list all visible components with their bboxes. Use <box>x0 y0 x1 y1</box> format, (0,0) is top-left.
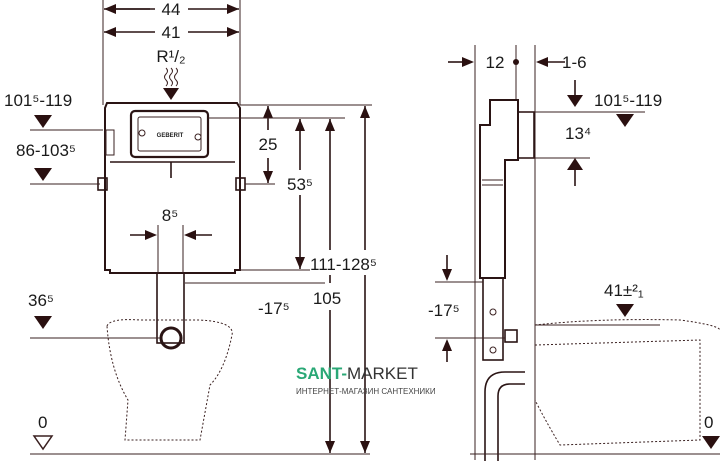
level-marker-icon <box>34 168 52 181</box>
arrow-down-icon <box>567 95 583 107</box>
drain-pipe <box>484 371 525 461</box>
installation-frame <box>104 102 241 274</box>
level-top-side: 101⁵-119 <box>594 91 662 110</box>
brand-logo: GEBERIT <box>157 133 184 139</box>
level-bowl: 36⁵ <box>28 291 54 310</box>
floor-marker-icon <box>32 435 54 451</box>
floor-level-side: 0 <box>704 413 713 432</box>
toilet-bowl-outline <box>106 319 233 441</box>
watermark-brand-1: SANT- <box>296 364 347 383</box>
dim-wall-gap: 1-6 <box>562 53 587 72</box>
dim-width-inner: 41 <box>162 23 181 42</box>
level-bowl-side: 41±²₁ <box>604 281 644 300</box>
flush-plate-side <box>517 111 535 159</box>
dim-plate-height: 13⁴ <box>565 124 591 143</box>
dim-width-outer: 44 <box>162 0 181 19</box>
dim-total-height: 111-128⁵ <box>310 255 377 274</box>
flush-pipe-side <box>482 277 504 361</box>
dim-pipe-offset-side: -17⁵ <box>428 301 460 320</box>
side-bracket <box>105 129 115 156</box>
floor-level: 0 <box>38 413 47 432</box>
watermark: SANT-MARKET ИНТЕРНЕТ-МАГАЗИН САНТЕХНИКИ <box>296 364 436 396</box>
connection-label: R¹/₂ <box>156 47 185 66</box>
svg-text:SANT-MARKET: SANT-MARKET <box>296 364 418 383</box>
level-marker-icon <box>616 304 634 317</box>
watermark-tagline: ИНТЕРНЕТ-МАГАЗИН САНТЕХНИКИ <box>296 387 436 396</box>
level-top: 101⁵-119 <box>4 91 72 110</box>
cistern-tank <box>479 99 519 279</box>
flush-pipe <box>156 272 185 344</box>
dim-frame-height: 53⁵ <box>287 175 313 194</box>
side-view: 12 1-6 101⁵-119 13⁴ -17⁵ 41±²₁ 0 <box>428 45 720 461</box>
arrow-down-icon <box>163 88 179 100</box>
watermark-brand-2: MARKET <box>347 364 418 383</box>
flush-plate-inner <box>137 116 202 152</box>
level-lower: 86-103⁵ <box>16 141 76 160</box>
pipe-connector <box>159 326 183 350</box>
dim-pipe-offset: -17⁵ <box>258 299 290 318</box>
water-supply-icon <box>164 67 178 87</box>
dim-height-105: 105 <box>313 289 341 308</box>
dim-depth: 12 <box>486 53 505 72</box>
toilet-side-outline <box>534 319 720 446</box>
level-marker-icon <box>616 114 634 127</box>
dim-bracket-spacing: 25 <box>259 135 278 154</box>
flush-plate <box>129 109 210 159</box>
level-marker-icon <box>34 316 52 329</box>
front-view: 44 41 R¹/₂ GEBERIT 101⁵-119 86-103⁵ 36⁵ <box>4 0 377 455</box>
arrow-up-icon <box>567 158 583 170</box>
dim-inner-spacing: 8⁵ <box>162 206 179 225</box>
floor-marker-icon <box>702 436 720 449</box>
dimension-arrows <box>145 230 196 240</box>
level-marker-icon <box>34 115 52 128</box>
